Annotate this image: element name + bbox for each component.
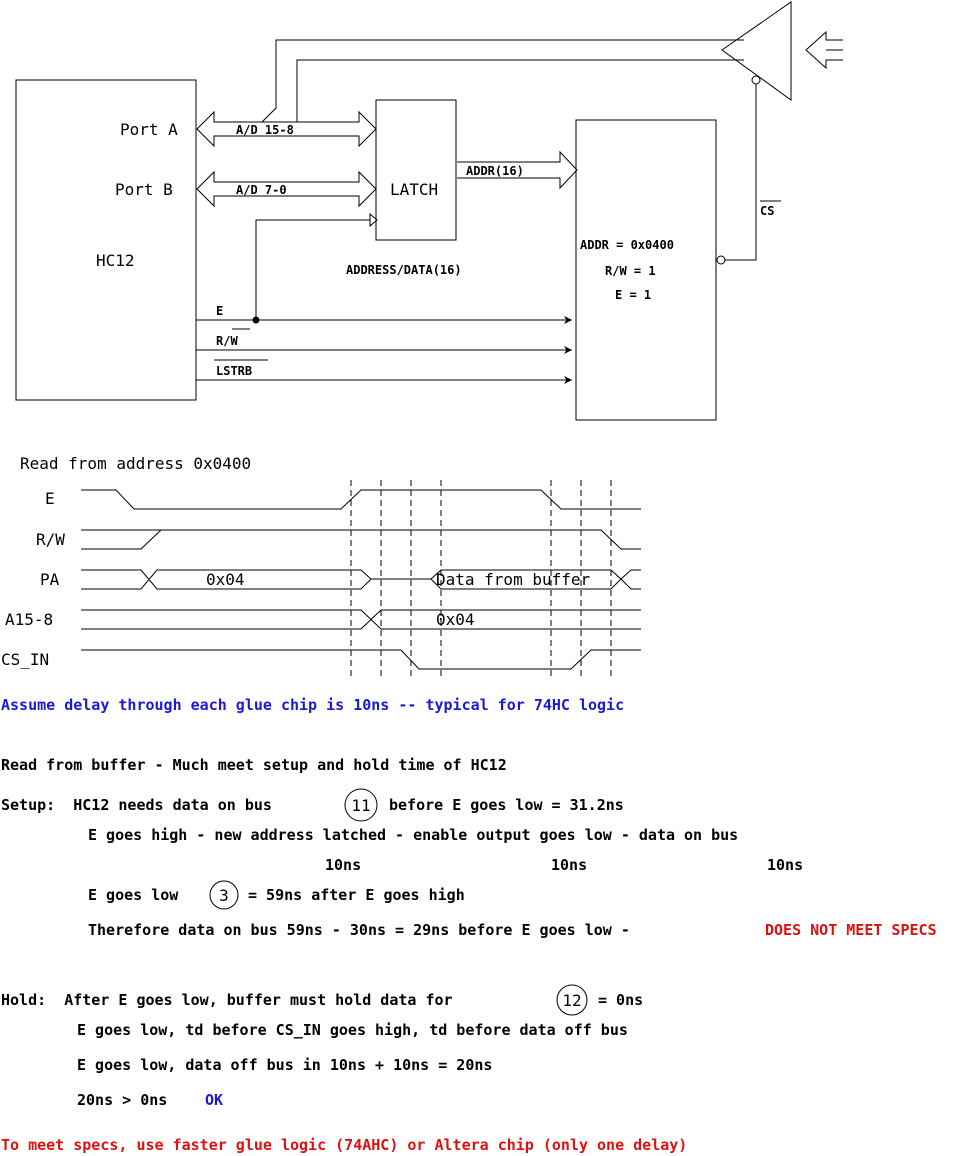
waveform-a15 (81, 609, 641, 630)
note-hold-cmp: 20ns > 0ns (77, 1091, 167, 1109)
e-latch-tap (255, 219, 370, 320)
decoder-e-label: E = 1 (615, 288, 651, 302)
note-read-from-buffer: Read from buffer - Much meet setup and h… (1, 756, 507, 774)
bus-line-port-a-buffer (261, 39, 744, 123)
sig-e-label: E (216, 304, 223, 318)
note-ok: OK (205, 1091, 223, 1109)
waveform-pa (81, 569, 641, 590)
spec-number-11: 11 (351, 796, 370, 815)
note-ns1: 10ns (325, 856, 361, 874)
pa-value-label: 0x04 (206, 570, 245, 589)
decoder-cs-bubble (716, 255, 726, 265)
spec-circle-3 (209, 880, 239, 910)
spec-number-12: 12 (562, 991, 581, 1010)
analysis-notes: Assume delay through each glue chip is 1… (1, 696, 937, 1154)
note-hold-calc: E goes low, data off bus in 10ns + 10ns … (77, 1056, 492, 1074)
buffer-enable-bubble (751, 75, 761, 85)
row-label-rw: R/W (36, 530, 65, 549)
address-data-label: ADDRESS/DATA(16) (346, 263, 462, 277)
decoder-rw-label: R/W = 1 (605, 264, 656, 278)
block-diagram (15, 1, 843, 421)
decoder-addr-label: ADDR = 0x0400 (580, 238, 674, 252)
port-a-label: Port A (120, 120, 178, 139)
bus-arrow-port-a (196, 110, 377, 148)
latch-label: LATCH (390, 180, 438, 199)
latch-box (375, 99, 457, 241)
note-ns2: 10ns (551, 856, 587, 874)
a15-value-label: 0x04 (436, 610, 475, 629)
addr-bus-arrow (457, 150, 578, 190)
waveform-e (81, 489, 641, 510)
waveform-csin (81, 649, 641, 670)
timing-diagram (81, 480, 641, 678)
note-setup-chain: E goes high - new address latched - enab… (88, 826, 738, 844)
row-label-a15: A15-8 (5, 610, 53, 629)
timing-markers (350, 480, 612, 678)
bus-arrow-port-b (196, 170, 377, 208)
note-egl-a: E goes low (88, 886, 179, 904)
sig-lstrb-label: LSTRB (216, 364, 252, 378)
row-label-e: E (45, 489, 55, 508)
row-label-pa: PA (40, 570, 60, 589)
waveform-rw-low (81, 529, 162, 550)
ad-hi-label: A/D 15-8 (236, 123, 294, 137)
bus-line-buffer-latch (296, 59, 744, 122)
pa-data-label: Data from buffer (436, 570, 590, 589)
block-diagram-labels: HC12 Port A Port B A/D 15-8 A/D 7-0 LATC… (96, 120, 774, 378)
timing-labels: Read from address 0x0400 E R/W PA A15-8 … (1, 454, 590, 669)
note-assume: Assume delay through each glue chip is 1… (1, 696, 624, 714)
note-hold-chain: E goes low, td before CS_IN goes high, t… (77, 1021, 628, 1039)
spec-circle-12 (556, 984, 588, 1016)
note-hold-a: Hold: After E goes low, buffer must hold… (1, 991, 453, 1009)
hc12-label: HC12 (96, 251, 135, 270)
note-therefore: Therefore data on bus 59ns - 30ns = 29ns… (88, 921, 630, 939)
buffer-input-arrow (805, 30, 843, 70)
note-egl-b: = 59ns after E goes high (248, 886, 465, 904)
note-setup-a: Setup: HC12 needs data on bus (1, 796, 272, 814)
timing-title: Read from address 0x0400 (20, 454, 251, 473)
note-ns3: 10ns (767, 856, 803, 874)
tristate-buffer (721, 1, 792, 101)
sig-rw-label: R/W (216, 334, 238, 348)
spec-number-3: 3 (219, 886, 229, 905)
note-not-meet: DOES NOT MEET SPECS (765, 921, 937, 939)
note-setup-b: before E goes low = 31.2ns (389, 796, 624, 814)
waveform-rw-high (81, 529, 641, 550)
decoder-box (575, 119, 717, 421)
spec-circle-11 (344, 788, 378, 822)
hc12-box (15, 79, 197, 401)
note-hold-b: = 0ns (598, 991, 643, 1009)
note-conclusion: To meet specs, use faster glue logic (74… (1, 1136, 687, 1154)
cs-line (725, 84, 757, 261)
addr-bus-label: ADDR(16) (466, 164, 524, 178)
latch-clock-arrow (369, 212, 378, 228)
ad-lo-label: A/D 7-0 (236, 183, 287, 197)
row-label-csin: CS_IN (1, 650, 49, 669)
cs-label: CS (760, 204, 774, 218)
port-b-label: Port B (115, 180, 173, 199)
